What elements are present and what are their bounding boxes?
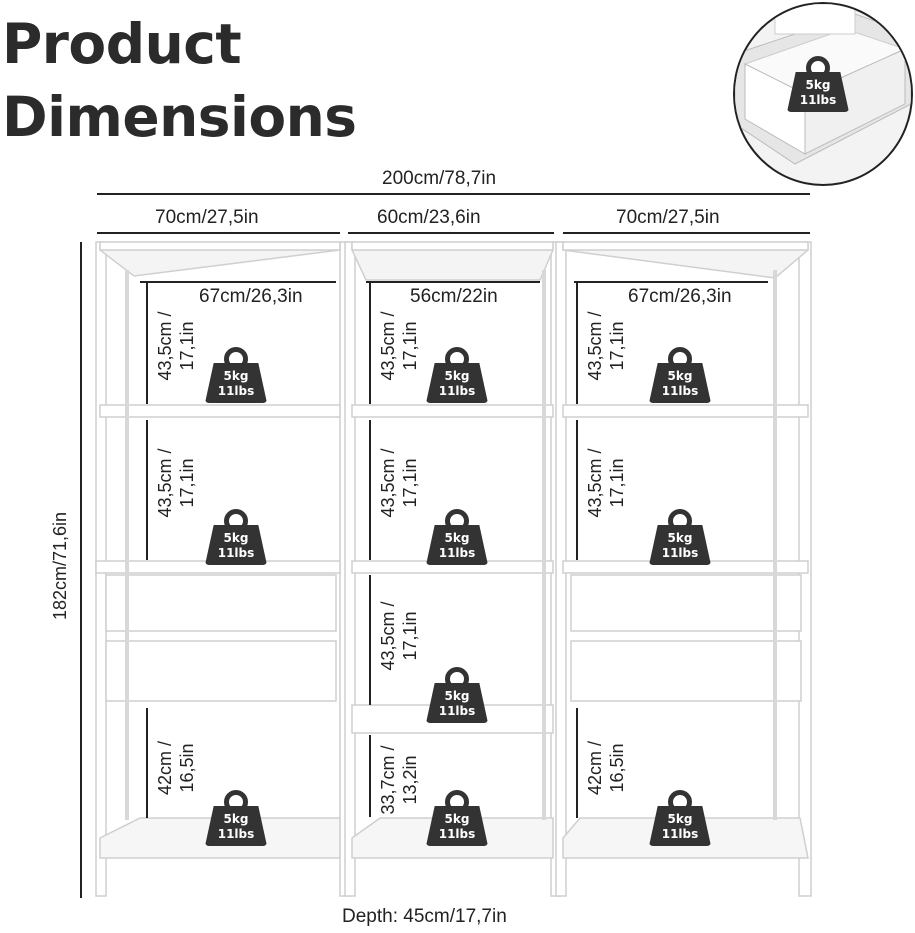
weight-kg: 5kg bbox=[667, 531, 693, 545]
weight-kg: 5kg bbox=[444, 812, 470, 826]
weight-lbs: 11lbs bbox=[438, 704, 476, 718]
weight-lbs: 11lbs bbox=[661, 827, 699, 841]
weight-lbs: 11lbs bbox=[661, 384, 699, 398]
left-inner-width-label: 67cm/26,3in bbox=[199, 286, 303, 307]
weight-lbs: 11lbs bbox=[799, 93, 837, 107]
right-inner-width-line bbox=[574, 281, 768, 283]
height-label: 182cm/71,6in bbox=[50, 511, 70, 621]
compartment-height-label: 43,5cm / 17,1in bbox=[585, 311, 627, 381]
title-line-1: Product bbox=[2, 12, 242, 76]
measure-line bbox=[576, 708, 578, 818]
drawer-detail-inset: 5kg 11lbs bbox=[733, 2, 913, 186]
height-line bbox=[80, 242, 82, 898]
compartment-height-label: 42cm / 16,5in bbox=[585, 740, 627, 796]
compartment-height-label: 43,5cm / 17,1in bbox=[378, 311, 420, 381]
total-width-line bbox=[97, 193, 810, 195]
weight-kg: 5kg bbox=[223, 812, 249, 826]
weight-lbs: 11lbs bbox=[217, 384, 255, 398]
depth-label: Depth: 45cm/17,7in bbox=[342, 906, 507, 927]
middle-inner-width-line bbox=[366, 281, 540, 283]
weight-kg: 5kg bbox=[444, 369, 470, 383]
weight-kg: 5kg bbox=[444, 689, 470, 703]
weight-kg: 5kg bbox=[223, 369, 249, 383]
weight-kg: 5kg bbox=[805, 78, 831, 92]
total-width-label: 200cm/78,7in bbox=[382, 168, 497, 189]
weight-lbs: 11lbs bbox=[438, 546, 476, 560]
middle-width-line bbox=[348, 232, 554, 234]
compartment-height-label: 42cm / 16,5in bbox=[155, 740, 197, 796]
compartment-height-label: 43,5cm / 17,1in bbox=[155, 311, 197, 381]
right-inner-width-label: 67cm/26,3in bbox=[628, 286, 732, 307]
measure-line bbox=[369, 575, 371, 705]
weight-icon: 5kg 11lbs bbox=[787, 56, 849, 114]
measure-line bbox=[369, 735, 371, 817]
left-width-line bbox=[97, 232, 340, 234]
middle-width-label: 60cm/23,6in bbox=[377, 207, 481, 228]
measure-line bbox=[576, 420, 578, 560]
measure-line bbox=[369, 282, 371, 404]
measure-line bbox=[146, 708, 148, 818]
title-line-2: Dimensions bbox=[2, 85, 357, 149]
weight-kg: 5kg bbox=[444, 531, 470, 545]
measure-line bbox=[146, 282, 148, 404]
weight-lbs: 11lbs bbox=[217, 546, 255, 560]
right-width-label: 70cm/27,5in bbox=[616, 207, 720, 228]
compartment-height-label: 43,5cm / 17,1in bbox=[155, 448, 197, 518]
weight-kg: 5kg bbox=[667, 812, 693, 826]
measure-line bbox=[576, 282, 578, 404]
compartment-height-label: 43,5cm / 17,1in bbox=[585, 448, 627, 518]
weight-lbs: 11lbs bbox=[661, 546, 699, 560]
weight-kg: 5kg bbox=[667, 369, 693, 383]
compartment-height-label: 43,5cm / 17,1in bbox=[378, 601, 420, 671]
middle-inner-width-label: 56cm/22in bbox=[410, 286, 498, 307]
weight-lbs: 11lbs bbox=[217, 827, 255, 841]
left-inner-width-line bbox=[140, 281, 336, 283]
compartment-height-label: 43,5cm / 17,1in bbox=[378, 448, 420, 518]
left-width-label: 70cm/27,5in bbox=[155, 207, 259, 228]
weight-kg: 5kg bbox=[223, 531, 249, 545]
compartment-height-label: 33,7cm / 13,2in bbox=[378, 745, 420, 815]
weight-lbs: 11lbs bbox=[438, 827, 476, 841]
weight-lbs: 11lbs bbox=[438, 384, 476, 398]
measure-line bbox=[146, 420, 148, 560]
page-title: Product Dimensions bbox=[2, 8, 357, 154]
right-width-line bbox=[563, 232, 810, 234]
measure-line bbox=[369, 420, 371, 560]
